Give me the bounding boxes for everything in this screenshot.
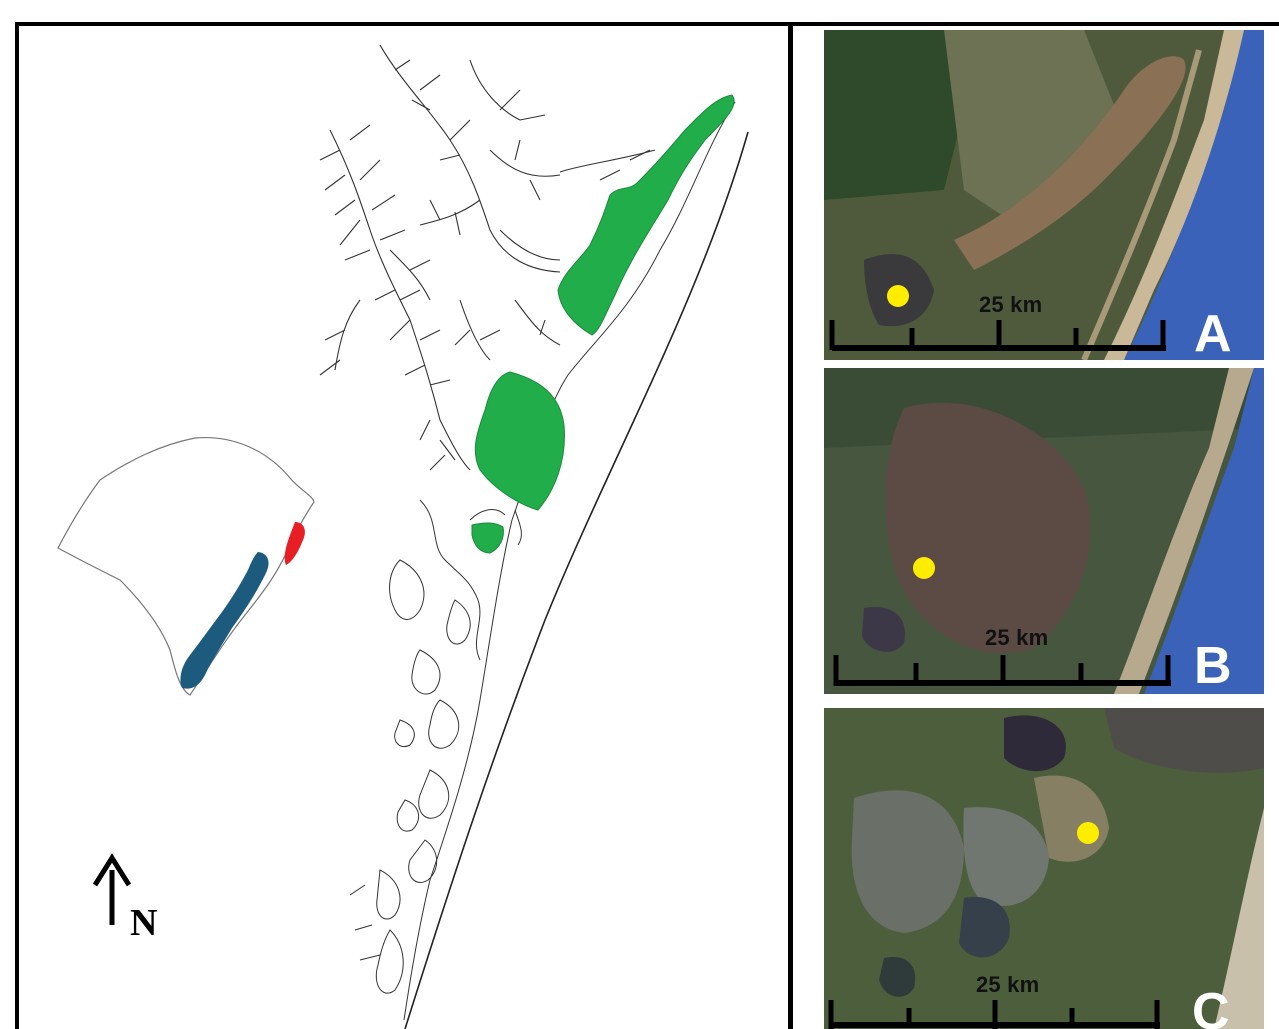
region-blue (180, 552, 269, 689)
coastline (404, 131, 749, 1029)
southern-ponds (349, 499, 522, 994)
panel-letter-b: B (1194, 637, 1232, 694)
river-network (319, 44, 656, 471)
panel-letter-a: A (1194, 305, 1232, 360)
lagoons (471, 94, 735, 554)
state-outline (57, 436, 315, 696)
panel-divider (788, 22, 793, 1029)
satellite-panel-a: 25 km A (824, 30, 1264, 360)
site-marker-icon (913, 557, 935, 579)
scale-bar-label: 25 km (979, 292, 1043, 317)
satellite-panel-b: 25 km B (824, 368, 1264, 694)
site-marker-icon (887, 285, 909, 307)
lagoon-middle (474, 371, 565, 511)
region-red (284, 522, 305, 565)
state-inset (57, 436, 315, 696)
north-label: N (130, 902, 158, 944)
panel-letter-c: C (1192, 983, 1230, 1029)
lagoon-north (557, 94, 735, 336)
coastal-map (57, 44, 749, 1029)
site-marker-icon (1077, 822, 1099, 844)
satellite-panel-c: 25 km C (824, 708, 1264, 1029)
lagoon-south (471, 522, 504, 554)
scale-bar-label: 25 km (976, 972, 1040, 997)
figure-frame (15, 22, 1279, 1029)
scale-bar-label: 25 km (985, 625, 1049, 650)
scale-bar-icon (828, 1000, 1160, 1029)
scale-bar-icon (829, 320, 1166, 351)
north-arrow-icon (92, 853, 132, 925)
scale-bar-icon (833, 655, 1171, 686)
